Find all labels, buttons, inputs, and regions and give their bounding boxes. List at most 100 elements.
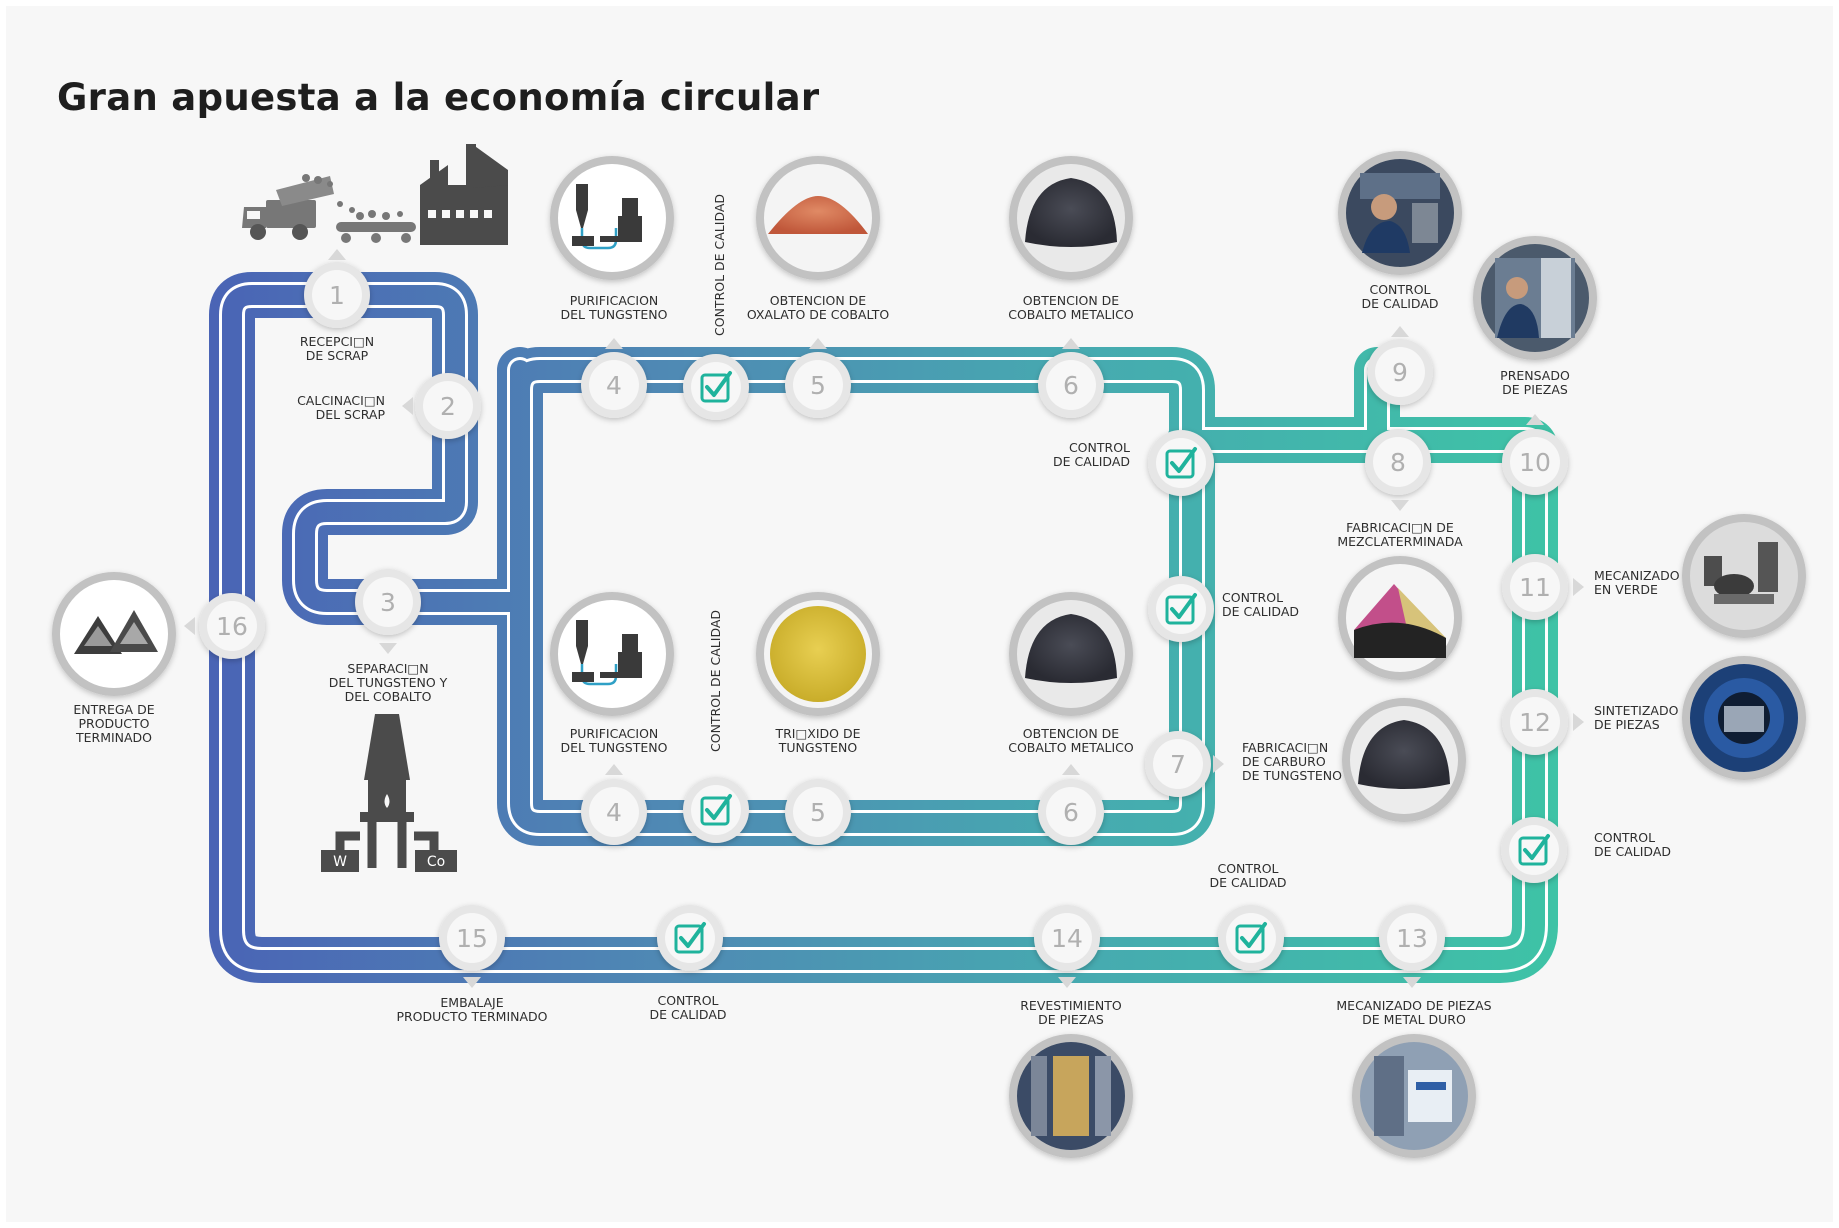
label-s12-line: DE PIEZAS xyxy=(1594,717,1660,732)
node-s14: 14 xyxy=(1034,905,1100,971)
purification-top-icon xyxy=(550,156,674,280)
node-s8: 8 xyxy=(1365,429,1431,495)
node-s6a: 6 xyxy=(1038,352,1104,418)
node-face xyxy=(1510,437,1560,487)
qc-top-vertical-label: CONTROL DE CALIDAD xyxy=(712,194,727,336)
step-number-s8: 8 xyxy=(1390,448,1406,477)
pointer-arrow-12 xyxy=(1573,578,1584,596)
purification-bottom-icon xyxy=(550,592,674,716)
step-number-s15: 15 xyxy=(456,924,488,953)
hard-metal-machining-photo xyxy=(1352,1034,1476,1158)
finished-product-icon xyxy=(52,572,176,696)
check-box-icon xyxy=(700,373,730,403)
pointer-arrow-8 xyxy=(1213,755,1224,773)
label-qc_right_2-line: DE CALIDAD xyxy=(1222,604,1299,619)
label-s14-line: DE PIEZAS xyxy=(1038,1012,1104,1027)
node-s15: 15 xyxy=(439,905,505,971)
step-number-s5a: 5 xyxy=(810,371,826,400)
node-face xyxy=(207,601,257,651)
label-s4b-line: DEL TUNGSTENO xyxy=(561,740,668,755)
node-s5b: 5 xyxy=(785,779,851,845)
pointer-arrow-0 xyxy=(328,249,346,260)
pointer-arrow-9 xyxy=(1391,500,1409,511)
check-mark-icon xyxy=(679,922,706,948)
label-s16-line: PRODUCTO xyxy=(78,716,149,731)
check-face xyxy=(1156,584,1206,634)
step-number-s3: 3 xyxy=(380,588,396,617)
pointer-arrow-13 xyxy=(1573,713,1584,731)
node-s4a: 4 xyxy=(581,352,647,418)
pointer-arrow-15 xyxy=(1058,977,1076,988)
quality-check-q_12 xyxy=(1501,817,1567,883)
step-number-s2: 2 xyxy=(440,392,456,421)
label-qc_right_1-line: DE CALIDAD xyxy=(1053,454,1130,469)
node-face xyxy=(1373,437,1423,487)
node-face xyxy=(1042,913,1092,963)
label-s3-line: DEL TUNGSTENO Y xyxy=(329,675,448,690)
cobalt-metal-bottom-image xyxy=(1009,592,1133,716)
furnace-w-label: W xyxy=(333,854,347,870)
node-s7: 7 xyxy=(1145,731,1211,797)
label-s5a-line: OBTENCION DE xyxy=(770,293,867,308)
label-qc_12-line: CONTROL xyxy=(1594,830,1655,845)
label-s3-line: SEPARACI□N xyxy=(347,661,428,676)
node-s12: 12 xyxy=(1502,689,1568,755)
label-s9-line: CONTROL xyxy=(1369,282,1430,297)
step-number-s9: 9 xyxy=(1392,358,1408,387)
pointer-arrow-7 xyxy=(1062,764,1080,775)
node-s11: 11 xyxy=(1502,554,1568,620)
quality-check-q_br xyxy=(1218,905,1284,971)
node-s9: 9 xyxy=(1367,339,1433,405)
pointer-arrow-6 xyxy=(605,764,623,775)
pointer-arrow-17 xyxy=(184,617,195,635)
check-face xyxy=(1509,825,1559,875)
label-s2-line: DEL SCRAP xyxy=(316,407,386,422)
pointer-arrow-2 xyxy=(379,643,397,654)
node-face xyxy=(793,787,843,837)
tungsten-carbide-image xyxy=(1342,698,1466,822)
sintering-photo xyxy=(1682,656,1806,780)
node-s5a: 5 xyxy=(785,352,851,418)
label-s15-line: PRODUCTO TERMINADO xyxy=(396,1009,547,1024)
label-s7-line: DE TUNGSTENO xyxy=(1242,768,1342,783)
check-box-icon xyxy=(1235,924,1265,954)
pointer-arrow-3 xyxy=(605,338,623,349)
label-qc_bottom_right-line: CONTROL xyxy=(1217,861,1278,876)
pointer-arrow-10 xyxy=(1391,326,1409,337)
label-s16-line: ENTREGA DE xyxy=(73,702,154,717)
label-s5a-line: OXALATO DE COBALTO xyxy=(747,307,890,322)
node-face xyxy=(312,270,362,320)
scrap-truck-icon xyxy=(242,174,355,240)
step-number-s4b: 4 xyxy=(606,798,622,827)
check-mark-icon xyxy=(1523,834,1550,860)
pointer-arrow-1 xyxy=(402,397,413,415)
tungsten-trioxide-image xyxy=(756,592,880,716)
node-face xyxy=(589,787,639,837)
step-number-s7: 7 xyxy=(1170,750,1186,779)
check-face xyxy=(691,362,741,412)
pointer-arrow-16 xyxy=(1403,977,1421,988)
label-s6a-line: OBTENCION DE xyxy=(1023,293,1120,308)
check-box-icon xyxy=(1165,449,1195,479)
node-face xyxy=(1510,562,1560,612)
label-qc_right_1-line: CONTROL xyxy=(1069,440,1130,455)
node-face xyxy=(1510,697,1560,747)
step-number-s11: 11 xyxy=(1519,573,1551,602)
page-title: Gran apuesta a la economía circular xyxy=(57,76,820,119)
check-box-icon xyxy=(1518,836,1548,866)
label-s7-line: DE CARBURO xyxy=(1242,754,1326,769)
